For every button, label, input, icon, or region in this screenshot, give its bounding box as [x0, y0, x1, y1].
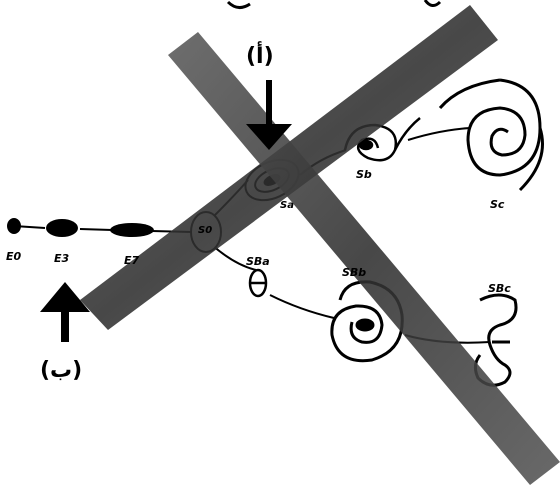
- galaxy-e7: [110, 223, 154, 237]
- galaxy-e3: [46, 219, 78, 237]
- label-sc: Sc: [490, 198, 504, 211]
- label-sbb: SBb: [342, 266, 366, 279]
- label-sa: Sa: [280, 200, 294, 211]
- galaxy-sc: [440, 80, 543, 190]
- label-e7: E7: [124, 254, 139, 267]
- marker-b-label: (ب): [40, 358, 82, 383]
- label-sb: Sb: [356, 168, 372, 181]
- label-e0: E0: [6, 250, 21, 263]
- top-paren-right: [425, 0, 440, 6]
- top-paren-left: [228, 2, 250, 8]
- label-e3: E3: [54, 252, 69, 265]
- label-sbc: SBc: [488, 282, 511, 295]
- marker-a-label: (أ): [246, 44, 274, 69]
- label-sba: SBa: [246, 255, 270, 268]
- galaxy-sba: [250, 270, 266, 296]
- arrow-b-up-icon: [40, 282, 90, 342]
- galaxy-e0: [7, 218, 21, 234]
- label-s0: S0: [198, 225, 212, 236]
